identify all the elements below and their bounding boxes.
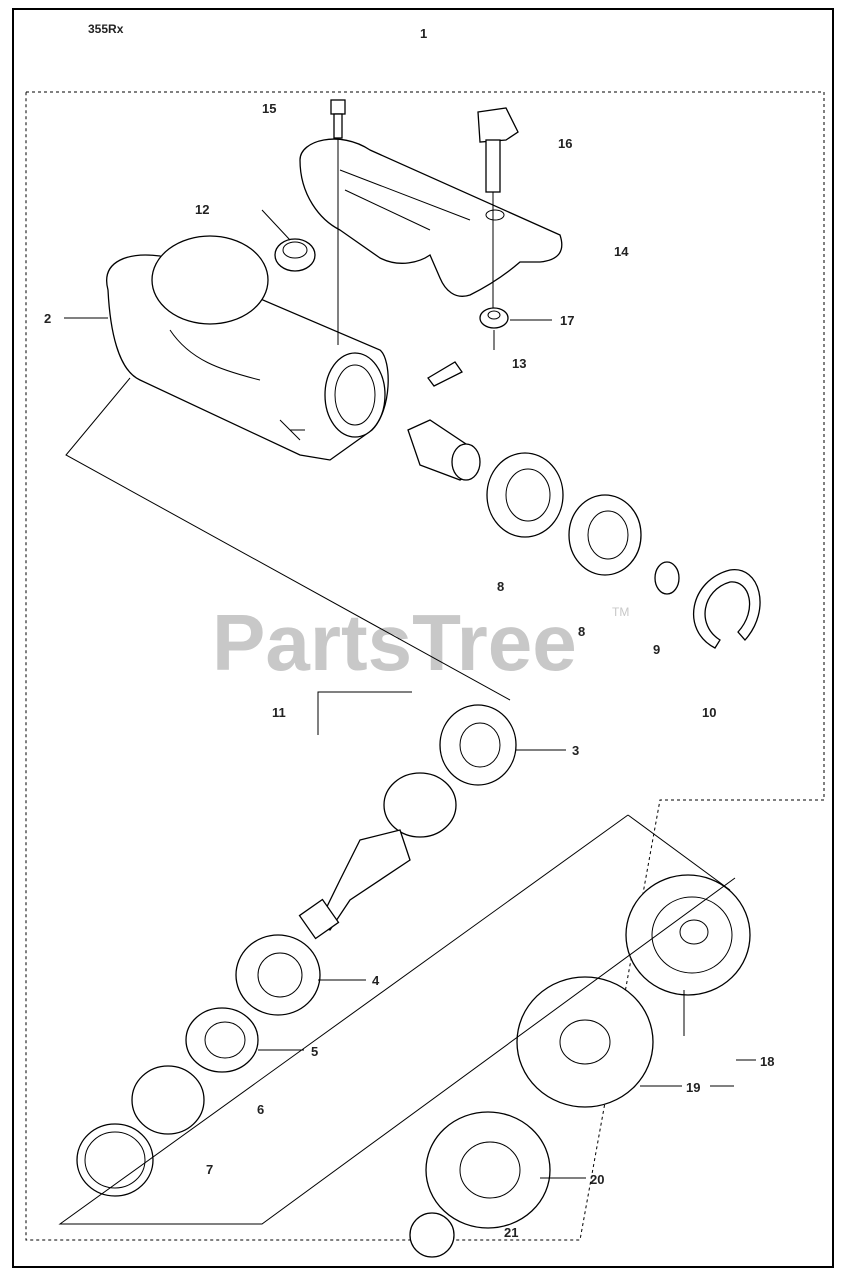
large-circlip[interactable] (692, 569, 761, 649)
bearing-4[interactable] (235, 934, 321, 1016)
callout-5: 5 (311, 1044, 318, 1059)
callout-2: 2 (44, 311, 51, 326)
callout-20: 20 (590, 1172, 604, 1187)
circlip-7[interactable] (76, 1123, 154, 1197)
callout-21: 21 (504, 1225, 518, 1240)
callout-18: 18 (760, 1054, 774, 1069)
callout-1: 1 (420, 26, 427, 41)
small-circlip[interactable] (654, 561, 680, 595)
side-screw[interactable] (427, 361, 463, 387)
callout-8a: 8 (497, 579, 504, 594)
callout-12: 12 (195, 202, 209, 217)
callout-15: 15 (262, 101, 276, 116)
callout-16: 16 (558, 136, 572, 151)
bevel-gear-shaft[interactable] (298, 772, 457, 940)
callout-14: 14 (614, 244, 629, 259)
callout-13: 13 (512, 356, 526, 371)
gear-housing[interactable] (106, 235, 389, 461)
bearing-upper-a[interactable] (486, 452, 564, 538)
guard-bracket[interactable] (299, 138, 563, 297)
watermark: PartsTree (212, 598, 577, 687)
callout-11: 11 (272, 705, 286, 720)
diagram-frame (12, 8, 834, 1268)
watermark-trademark: TM (612, 605, 629, 619)
callout-4: 4 (372, 973, 380, 988)
callout-17: 17 (560, 313, 574, 328)
link-line-right (627, 814, 731, 891)
callout-8b: 8 (578, 624, 585, 639)
plug[interactable] (274, 238, 316, 272)
callout-10: 10 (702, 705, 716, 720)
callout-7: 7 (206, 1162, 213, 1177)
nut-21[interactable] (409, 1212, 455, 1258)
callout-19: 19 (686, 1080, 700, 1095)
bearing-3[interactable] (439, 704, 517, 786)
bearing-upper-b[interactable] (568, 494, 642, 576)
pinion-gear[interactable] (407, 419, 481, 481)
screw-top[interactable] (330, 99, 346, 345)
assembly-boundary (25, 91, 825, 1241)
thrust-washer-20[interactable] (425, 1111, 551, 1229)
model-label: 355Rx (88, 22, 124, 36)
callout-3: 3 (572, 743, 579, 758)
callout-6: 6 (257, 1102, 264, 1117)
support-cup-18[interactable] (625, 874, 751, 996)
link-line-upper (65, 377, 511, 701)
bolt[interactable] (477, 107, 519, 310)
washer-19[interactable] (516, 976, 654, 1108)
callout-9: 9 (653, 642, 660, 657)
washer-6[interactable] (131, 1065, 205, 1135)
nut[interactable] (479, 307, 509, 329)
link-line-lower (58, 814, 736, 1225)
seal-5[interactable] (185, 1007, 259, 1073)
